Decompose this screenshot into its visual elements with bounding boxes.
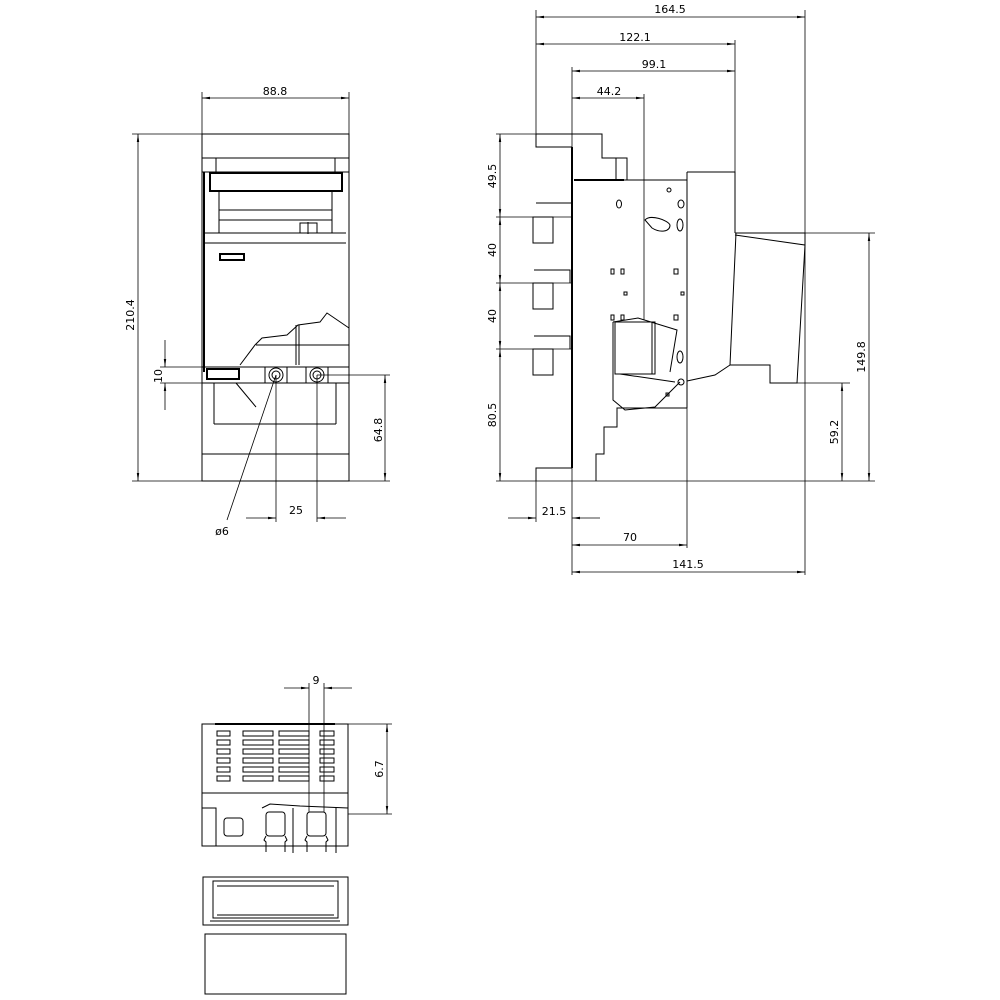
dim-rail-40a: 40 (486, 243, 499, 257)
dim-depth-70: 70 (623, 531, 637, 544)
dim-depth-122: 122.1 (619, 31, 651, 44)
dim-terminal-offset: 64.8 (372, 418, 385, 443)
vent-slots (216, 730, 335, 782)
dim-depth-141: 141.5 (672, 558, 704, 571)
dim-terminal-pitch: 25 (289, 504, 303, 517)
front-view: 88.8 210.4 10 64.8 25 ø6 (124, 85, 390, 538)
dim-height-149: 149.8 (855, 341, 868, 373)
dim-height-59: 59.2 (828, 420, 841, 445)
dim-height: 210.4 (124, 299, 137, 331)
top-view: 9 6.7 (201, 674, 392, 995)
dim-rail-80: 80.5 (486, 403, 499, 428)
side-view: 164.5 122.1 99.1 44.2 49.5 40 40 80.5 21… (486, 3, 875, 575)
dim-slot-width: 9 (313, 674, 320, 687)
dim-depth-44: 44.2 (597, 85, 622, 98)
dim-rail-offset: 21.5 (542, 505, 567, 518)
dim-top-height: 6.7 (373, 760, 386, 778)
dim-rail-49: 49.5 (486, 164, 499, 189)
dim-width: 88.8 (263, 85, 288, 98)
dim-terminal-height: 10 (152, 369, 165, 383)
dim-rail-40b: 40 (486, 309, 499, 323)
dim-overall-depth: 164.5 (654, 3, 686, 16)
dim-hole-diameter: ø6 (215, 525, 229, 538)
dim-depth-99: 99.1 (642, 58, 667, 71)
